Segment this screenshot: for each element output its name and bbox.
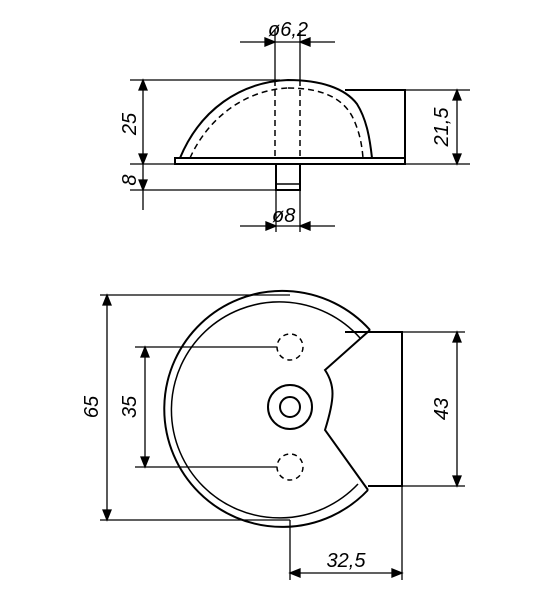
pin xyxy=(275,163,301,191)
plan-view-dimensions xyxy=(100,293,465,580)
dim-hole-diameter: ø6,2 xyxy=(268,19,308,41)
plan-view xyxy=(163,289,403,528)
dim-depth: 32,5 xyxy=(327,550,367,572)
dome-outline xyxy=(179,78,373,159)
dome-inner-dashed-right xyxy=(287,87,364,159)
side-view-dimensions xyxy=(130,30,470,232)
right-block-top xyxy=(345,331,403,487)
dim-height-right: 21,5 xyxy=(431,107,453,148)
dim-pin-height: 8 xyxy=(119,174,141,185)
dim-hole-spacing: 35 xyxy=(119,395,141,418)
dim-notch-height: 43 xyxy=(431,398,453,420)
dim-overall-height: 65 xyxy=(81,395,103,418)
dome-inner-dashed xyxy=(189,87,289,159)
dim-pin-diameter: ø8 xyxy=(272,205,295,227)
side-view xyxy=(174,78,406,191)
center-boss xyxy=(267,384,313,430)
inner-circle-arc xyxy=(170,301,361,519)
v-notch xyxy=(323,329,371,491)
dim-height-total: 25 xyxy=(119,112,141,136)
hole-bottom-dashed xyxy=(276,453,304,481)
center-hole xyxy=(279,396,301,418)
hole-top-dashed xyxy=(276,333,304,361)
